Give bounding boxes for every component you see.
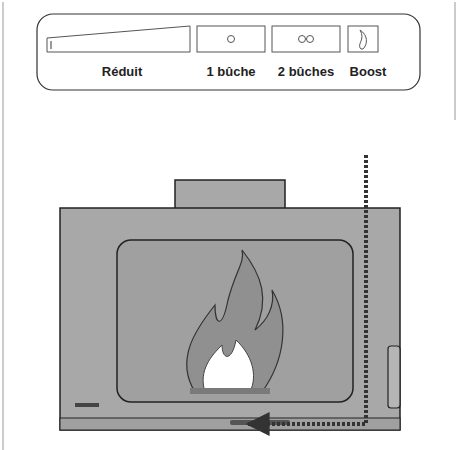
log-icon [299, 36, 306, 43]
mode-label: 2 bûches [278, 64, 334, 80]
flue-collar [175, 180, 285, 210]
grate [190, 388, 270, 394]
inner-flame [203, 340, 253, 392]
log-icon [228, 36, 235, 43]
one-log-box [197, 26, 265, 52]
door-handle [388, 346, 400, 408]
reduced-wedge [47, 26, 190, 52]
stove-window [117, 240, 353, 402]
mode-label: Réduit [102, 64, 142, 80]
mode-label: Boost [350, 64, 387, 80]
dotted-arrow [248, 155, 366, 424]
flame-icon [360, 30, 367, 49]
log-icon [307, 36, 314, 43]
flame [187, 250, 283, 392]
boost-box [348, 26, 378, 52]
stove-body [60, 208, 400, 430]
frame-line [3, 2, 4, 450]
mode-label: 1 bûche [206, 64, 255, 80]
two-logs-box [272, 26, 340, 52]
control-panel [37, 14, 420, 90]
brand-plate [75, 403, 99, 407]
wedge-mark [50, 41, 51, 49]
frame-line [455, 2, 456, 120]
